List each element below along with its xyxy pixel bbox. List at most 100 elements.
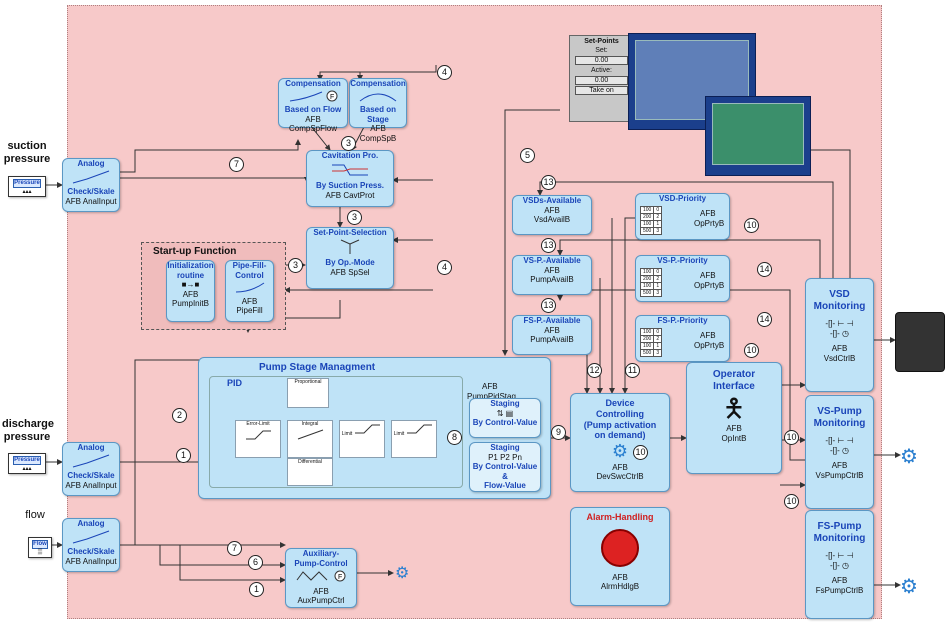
priority-cell: 100 <box>639 206 655 214</box>
vsds-available-block[interactable]: VSDs-Available AFB VsdAvailB <box>512 195 592 235</box>
vs-pump-monitoring-block[interactable]: VS-Pump Monitoring -[]- ⊢ ⊣-[]- ◷ AFB Vs… <box>805 395 874 509</box>
limit-block-2: Limit <box>391 420 437 458</box>
aux-wave-icon: F <box>296 570 346 582</box>
priority-cell: 100 <box>639 342 655 350</box>
setpoint-selection-block[interactable]: Set-Point-Selection By Op.-Mode AFB SpSe… <box>306 227 394 289</box>
step-number: 7 <box>229 157 244 172</box>
priority-cell: 2 <box>653 275 663 283</box>
step-number: 13 <box>541 298 556 313</box>
fs-pump-monitoring-block[interactable]: FS-Pump Monitoring -[]- ⊢ ⊣-[]- ◷ AFB Fs… <box>805 510 874 619</box>
pump-overview-screen <box>705 96 811 176</box>
vsd-drive-icon <box>895 312 945 372</box>
step-number: 8 <box>447 430 462 445</box>
auxiliary-pump-control-block[interactable]: Auxiliary- Pump-Control F AFB AuxPumpCtr… <box>285 548 357 608</box>
aux-pump-icon: ⚙ <box>395 565 410 582</box>
priority-cell: 0 <box>653 268 663 276</box>
step-number: 2 <box>172 408 187 423</box>
pump-stage-management-block[interactable]: Pump Stage Managment AFB PumpPidStag PID… <box>198 357 551 499</box>
analog-block-suction[interactable]: Analog Check/Skale AFB AnalInput <box>62 158 120 212</box>
priority-cell: 1 <box>653 342 663 350</box>
priority-cell: 500 <box>639 227 655 235</box>
priority-cell: 3 <box>653 349 663 357</box>
flow-sensor: Flow▒ <box>28 537 52 558</box>
fsp-available-block[interactable]: FS-P.-Available AFB PumpAvailB <box>512 315 592 355</box>
priority-cell: 100 <box>639 328 655 336</box>
device-controlling-block[interactable]: Device Controlling (Pump activation on d… <box>570 393 670 492</box>
step-number: 10 <box>633 445 648 460</box>
monitoring-ladder-icon: -[]- ⊢ ⊣-[]- ◷ <box>825 319 854 338</box>
initialization-routine-block[interactable]: Initialization routine ■→■ AFB PumpInitB <box>166 260 215 322</box>
step-number: 10 <box>784 430 799 445</box>
discharge-pressure-sensor: Pressure▴▴▴ <box>8 453 46 474</box>
pump-icon: ⚙ <box>611 441 629 462</box>
step-number: 5 <box>520 148 535 163</box>
integral-block: Integral <box>287 420 333 458</box>
step-number: 4 <box>437 260 452 275</box>
take-on-button[interactable]: Take on <box>575 86 628 95</box>
vsp-available-block[interactable]: VS-P.-Available AFB PumpAvailB <box>512 255 592 295</box>
priority-cell: 1 <box>653 282 663 290</box>
staging-arrows-icon: ⇅ ▤ <box>496 408 514 418</box>
step-number: 9 <box>551 425 566 440</box>
step-number: 7 <box>227 541 242 556</box>
staging-control-value-block[interactable]: Staging ⇅ ▤ By Control-Value <box>469 398 541 438</box>
active-value: 0.00 <box>575 76 628 85</box>
cavitation-icon <box>332 164 368 176</box>
staging-pumps-icon: P1 P2 Pn <box>488 452 522 462</box>
step-number: 14 <box>757 262 772 277</box>
cavitation-block[interactable]: Cavitation Pro. By Suction Press. AFB Ca… <box>306 150 394 207</box>
compensation-stage-block[interactable]: Compensation Based on Stage AFB CompSpB <box>349 78 407 143</box>
analog-block-discharge[interactable]: Analog Check/Skale AFB AnalInput <box>62 442 120 496</box>
priority-cell: 2 <box>653 335 663 343</box>
priority-cell: 1 <box>653 220 663 228</box>
monitoring-ladder-icon: -[]- ⊢ ⊣-[]- ◷ <box>825 551 854 570</box>
priority-cell: 500 <box>639 349 655 357</box>
priority-cell: 3 <box>653 227 663 235</box>
priority-cell: 200 <box>639 213 655 221</box>
svg-text:F: F <box>330 94 334 101</box>
operator-interface-block[interactable]: Operator Interface 🯅 AFB OpIntB <box>686 362 782 474</box>
step-number: 10 <box>744 343 759 358</box>
init-arrow-icon: ■→■ <box>181 280 200 290</box>
alarm-handling-block[interactable]: Alarm-Handling AFB AlrmHdlgB <box>570 507 670 606</box>
priority-cell: 3 <box>653 289 663 297</box>
priority-cell: 0 <box>653 328 663 336</box>
compensation-flow-curve-icon: F <box>289 90 338 102</box>
discharge-pressure-label: discharge pressure <box>2 418 54 443</box>
step-number: 14 <box>757 312 772 327</box>
step-number: 1 <box>249 582 264 597</box>
step-number: 3 <box>288 258 303 273</box>
setpoint-value[interactable]: 0.00 <box>575 56 628 65</box>
proportional-block: Proportional <box>287 378 329 408</box>
priority-cell: 500 <box>639 289 655 297</box>
priority-cell: 100 <box>639 282 655 290</box>
analog-block-flow[interactable]: Analog Check/Skale AFB AnalInput <box>62 518 120 572</box>
compensation-flow-block[interactable]: Compensation F Based on Flow AFB CompSpF… <box>278 78 348 133</box>
priority-cell: 100 <box>639 220 655 228</box>
pipe-fill-control-block[interactable]: Pipe-Fill-Control AFB PipeFill <box>225 260 274 322</box>
vsd-monitoring-block[interactable]: VSD Monitoring -[]- ⊢ ⊣-[]- ◷ AFB VsdCtr… <box>805 278 874 392</box>
step-number: 11 <box>625 363 640 378</box>
suction-pressure-sensor: Pressure▴▴▴ <box>8 176 46 197</box>
setpoint-panel[interactable]: Set-Points Set: 0.00 Active: 0.00 Take o… <box>569 35 634 122</box>
priority-cell: 0 <box>653 206 663 214</box>
step-number: 13 <box>541 238 556 253</box>
pipe-fill-curve-icon <box>235 282 264 293</box>
step-number: 4 <box>437 65 452 80</box>
analog-curve-icon <box>72 454 110 468</box>
step-number: 12 <box>587 363 602 378</box>
compensation-stage-curve-icon <box>359 93 397 101</box>
staging-flow-value-block[interactable]: Staging P1 P2 Pn By Control-Value & Flow… <box>469 442 541 492</box>
